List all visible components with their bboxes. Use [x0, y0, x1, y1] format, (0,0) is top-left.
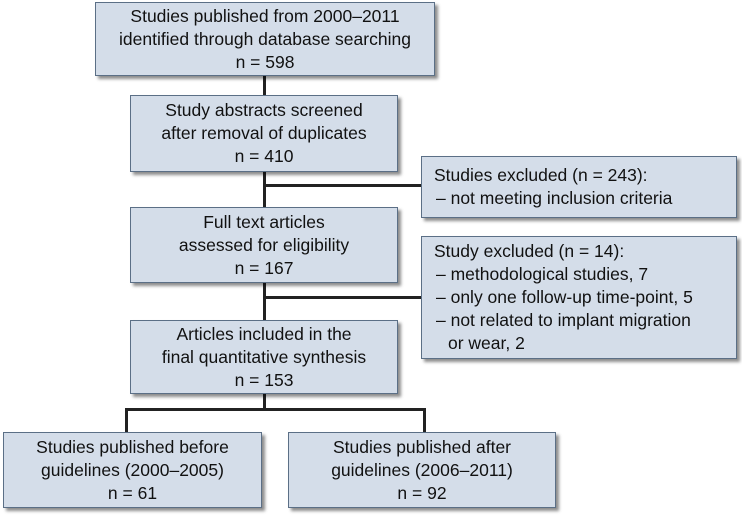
box-excluded-2: Study excluded (n = 14): – methodologica… — [421, 236, 737, 359]
box-identified-line-2: identified through database searching — [119, 28, 411, 49]
connector-split-horizontal — [125, 408, 426, 411]
connector-split-right — [423, 408, 426, 432]
box-before-line-1: Studies published before — [36, 436, 229, 457]
box-before-guidelines: Studies published before guidelines (200… — [3, 432, 262, 508]
box-identified-count: n = 598 — [235, 51, 295, 72]
box-excluded-1-title: Studies excluded (n = 243): — [434, 165, 648, 185]
box-full-text-line-1: Full text articles — [203, 211, 325, 232]
box-included: Articles included in the final quantitat… — [130, 320, 398, 394]
box-identified-line-1: Studies published from 2000–2011 — [130, 5, 400, 26]
box-full-text-count: n = 167 — [234, 257, 294, 278]
connector-screened-to-fulltext — [263, 172, 266, 207]
connector-fulltext-to-included — [263, 283, 266, 320]
box-screened-line-2: after removal of duplicates — [161, 123, 367, 143]
box-after-count: n = 92 — [397, 482, 447, 503]
connector-split-left — [125, 408, 128, 432]
box-screened-count: n = 410 — [234, 146, 294, 166]
box-included-line-2: final quantitative synthesis — [161, 346, 367, 367]
box-excluded-1: Studies excluded (n = 243): – not meetin… — [421, 156, 737, 218]
box-identified: Studies published from 2000–2011 identif… — [95, 2, 435, 76]
box-after-line-2: guidelines (2006–2011) — [331, 459, 513, 480]
connector-to-exclusion-1 — [263, 184, 421, 187]
box-before-count: n = 61 — [107, 482, 158, 503]
box-full-text-line-2: assessed for eligibility — [178, 234, 350, 255]
connector-included-to-split — [263, 394, 266, 410]
box-excluded-1-item: – not meeting inclusion criteria — [436, 188, 673, 208]
box-screened: Study abstracts screened after removal o… — [130, 95, 398, 172]
connector-to-exclusion-2 — [263, 296, 421, 299]
box-included-count: n = 153 — [234, 369, 294, 390]
box-excluded-2-title: Study excluded (n = 14): — [434, 241, 625, 261]
connector-identified-to-screened — [263, 76, 266, 95]
box-screened-line-1: Study abstracts screened — [165, 100, 363, 120]
box-excluded-2-item: or wear, 2 — [448, 333, 525, 353]
box-before-line-2: guidelines (2000–2005) — [41, 459, 224, 480]
box-full-text: Full text articles assessed for eligibil… — [130, 207, 398, 283]
box-after-guidelines: Studies published after guidelines (2006… — [288, 432, 556, 508]
box-included-line-1: Articles included in the — [176, 323, 352, 344]
box-after-line-1: Studies published after — [332, 436, 512, 457]
box-excluded-2-item: – methodological studies, 7 — [436, 264, 649, 284]
box-excluded-2-item: – only one follow-up time-point, 5 — [436, 287, 693, 307]
box-excluded-2-item: – not related to implant migration — [436, 310, 691, 330]
